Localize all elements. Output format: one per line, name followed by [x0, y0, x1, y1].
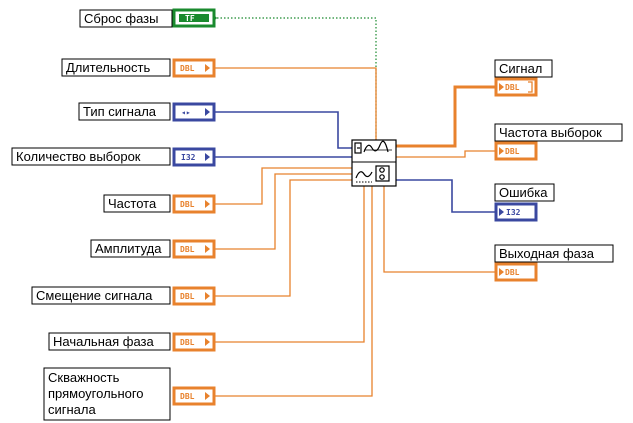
terminal-type: I32 — [181, 153, 196, 162]
label-box — [494, 123, 623, 142]
input-duration[interactable]: Длительность DBL — [61, 58, 216, 78]
wire-offset[interactable] — [215, 179, 352, 297]
input-label: Смещение сигнала — [36, 288, 153, 303]
terminal-type: DBL — [180, 292, 195, 301]
terminal-arrow — [499, 147, 504, 155]
input-label: Амплитуда — [95, 241, 162, 256]
terminal-type: DBL — [180, 392, 195, 401]
input-label: Частота — [108, 196, 157, 211]
label-box — [31, 286, 171, 305]
wires — [215, 17, 496, 397]
input-signal-type[interactable]: Тип сигнала ◂▸ — [78, 102, 216, 122]
label-box — [78, 102, 171, 121]
i32-terminal[interactable] — [172, 147, 216, 167]
wire-signal-out[interactable] — [396, 85, 496, 148]
array-bracket — [528, 81, 533, 93]
label-box — [494, 244, 614, 263]
terminal-arrow — [499, 208, 504, 216]
input-label: Количество выборок — [16, 149, 141, 164]
terminal-arrow — [205, 108, 210, 116]
label-box — [48, 332, 171, 351]
terminal-arrow — [205, 245, 210, 253]
terminal-arrow — [205, 64, 210, 72]
input-label: Начальная фаза — [53, 334, 154, 349]
wire-duty-cycle[interactable] — [215, 186, 373, 397]
output-sample-rate[interactable]: Частота выборок DBL — [494, 123, 623, 161]
dbl-terminal[interactable] — [172, 286, 216, 306]
input-label: Длительность — [66, 60, 150, 75]
dbl-terminal[interactable] — [172, 386, 216, 406]
enum-terminal[interactable] — [172, 102, 216, 122]
terminal-type: DBL — [180, 200, 195, 209]
terminal-arrow — [205, 292, 210, 300]
label-box — [43, 367, 171, 421]
terminal-arrow — [499, 268, 504, 276]
wire-phase-out[interactable] — [383, 186, 496, 273]
input-label: Тип сигнала — [83, 104, 157, 119]
terminal-type: I32 — [506, 208, 521, 217]
dbl-terminal[interactable] — [494, 141, 538, 161]
bool-terminal-inner — [179, 14, 209, 22]
terminal-arrow — [205, 392, 210, 400]
wire-initial-phase[interactable] — [215, 186, 365, 343]
terminal-arrow — [205, 153, 210, 161]
label-box — [11, 147, 171, 166]
dbl-terminal[interactable] — [172, 194, 216, 214]
wire-frequency[interactable] — [215, 167, 352, 205]
wire-duration[interactable] — [215, 67, 377, 145]
label-box — [494, 59, 553, 78]
waveform-generator-node[interactable] — [351, 139, 397, 187]
label-box — [61, 58, 171, 77]
terminal-type: DBL — [180, 338, 195, 347]
output-error[interactable]: Ошибка I32 — [494, 183, 555, 222]
output-label: Сигнал — [499, 61, 542, 76]
dbl-array-terminal[interactable] — [494, 77, 538, 97]
terminal-type: ◂▸ — [181, 108, 191, 117]
input-label-line-2: прямоугольного — [48, 386, 144, 401]
input-phase-reset[interactable]: Сброс фазы TF — [79, 8, 217, 28]
dbl-terminal[interactable] — [172, 239, 216, 259]
wire-sample-rate-out[interactable] — [396, 150, 496, 158]
output-label: Частота выборок — [499, 125, 602, 140]
waveform-settings-icon — [355, 165, 390, 183]
terminal-type: DBL — [505, 83, 520, 92]
wire-phase-reset[interactable] — [217, 17, 377, 140]
label-box — [79, 9, 173, 28]
terminal-type: DBL — [180, 64, 195, 73]
terminal-type: TF — [185, 14, 195, 23]
terminal-arrow — [205, 200, 210, 208]
wire-amplitude[interactable] — [215, 173, 352, 250]
dbl-terminal[interactable] — [172, 332, 216, 352]
input-duty-cycle[interactable]: Скважность прямоугольного сигнала DBL — [43, 367, 216, 421]
dbl-terminal[interactable] — [172, 58, 216, 78]
label-box — [90, 239, 171, 258]
terminal-type: DBL — [505, 147, 520, 156]
terminal-arrow — [499, 83, 504, 91]
input-frequency[interactable]: Частота DBL — [103, 194, 216, 214]
output-phase[interactable]: Выходная фаза DBL — [494, 244, 614, 282]
output-label: Ошибка — [499, 185, 548, 200]
input-label: Сброс фазы — [84, 11, 159, 26]
label-box — [103, 194, 171, 213]
input-signal-offset[interactable]: Смещение сигнала DBL — [31, 286, 216, 306]
wire-signal-type[interactable] — [215, 111, 352, 149]
sine-wave-generator-icon — [354, 140, 392, 154]
output-label: Выходная фаза — [499, 246, 595, 261]
input-amplitude[interactable]: Амплитуда DBL — [90, 239, 216, 259]
terminal-arrow — [214, 15, 217, 21]
input-initial-phase[interactable]: Начальная фаза DBL — [48, 332, 216, 352]
i32-terminal[interactable] — [494, 202, 538, 222]
terminal-type: DBL — [505, 268, 520, 277]
output-signal[interactable]: Сигнал DBL — [494, 59, 553, 97]
terminal-type: DBL — [180, 245, 195, 254]
label-box — [494, 183, 555, 202]
wire-error-out[interactable] — [396, 179, 496, 213]
terminal-arrow — [205, 338, 210, 346]
input-sample-count[interactable]: Количество выборок I32 — [11, 147, 216, 167]
input-label-line-3: сигнала — [48, 402, 96, 417]
dbl-terminal[interactable] — [494, 262, 538, 282]
input-label-line-1: Скважность — [48, 370, 120, 385]
